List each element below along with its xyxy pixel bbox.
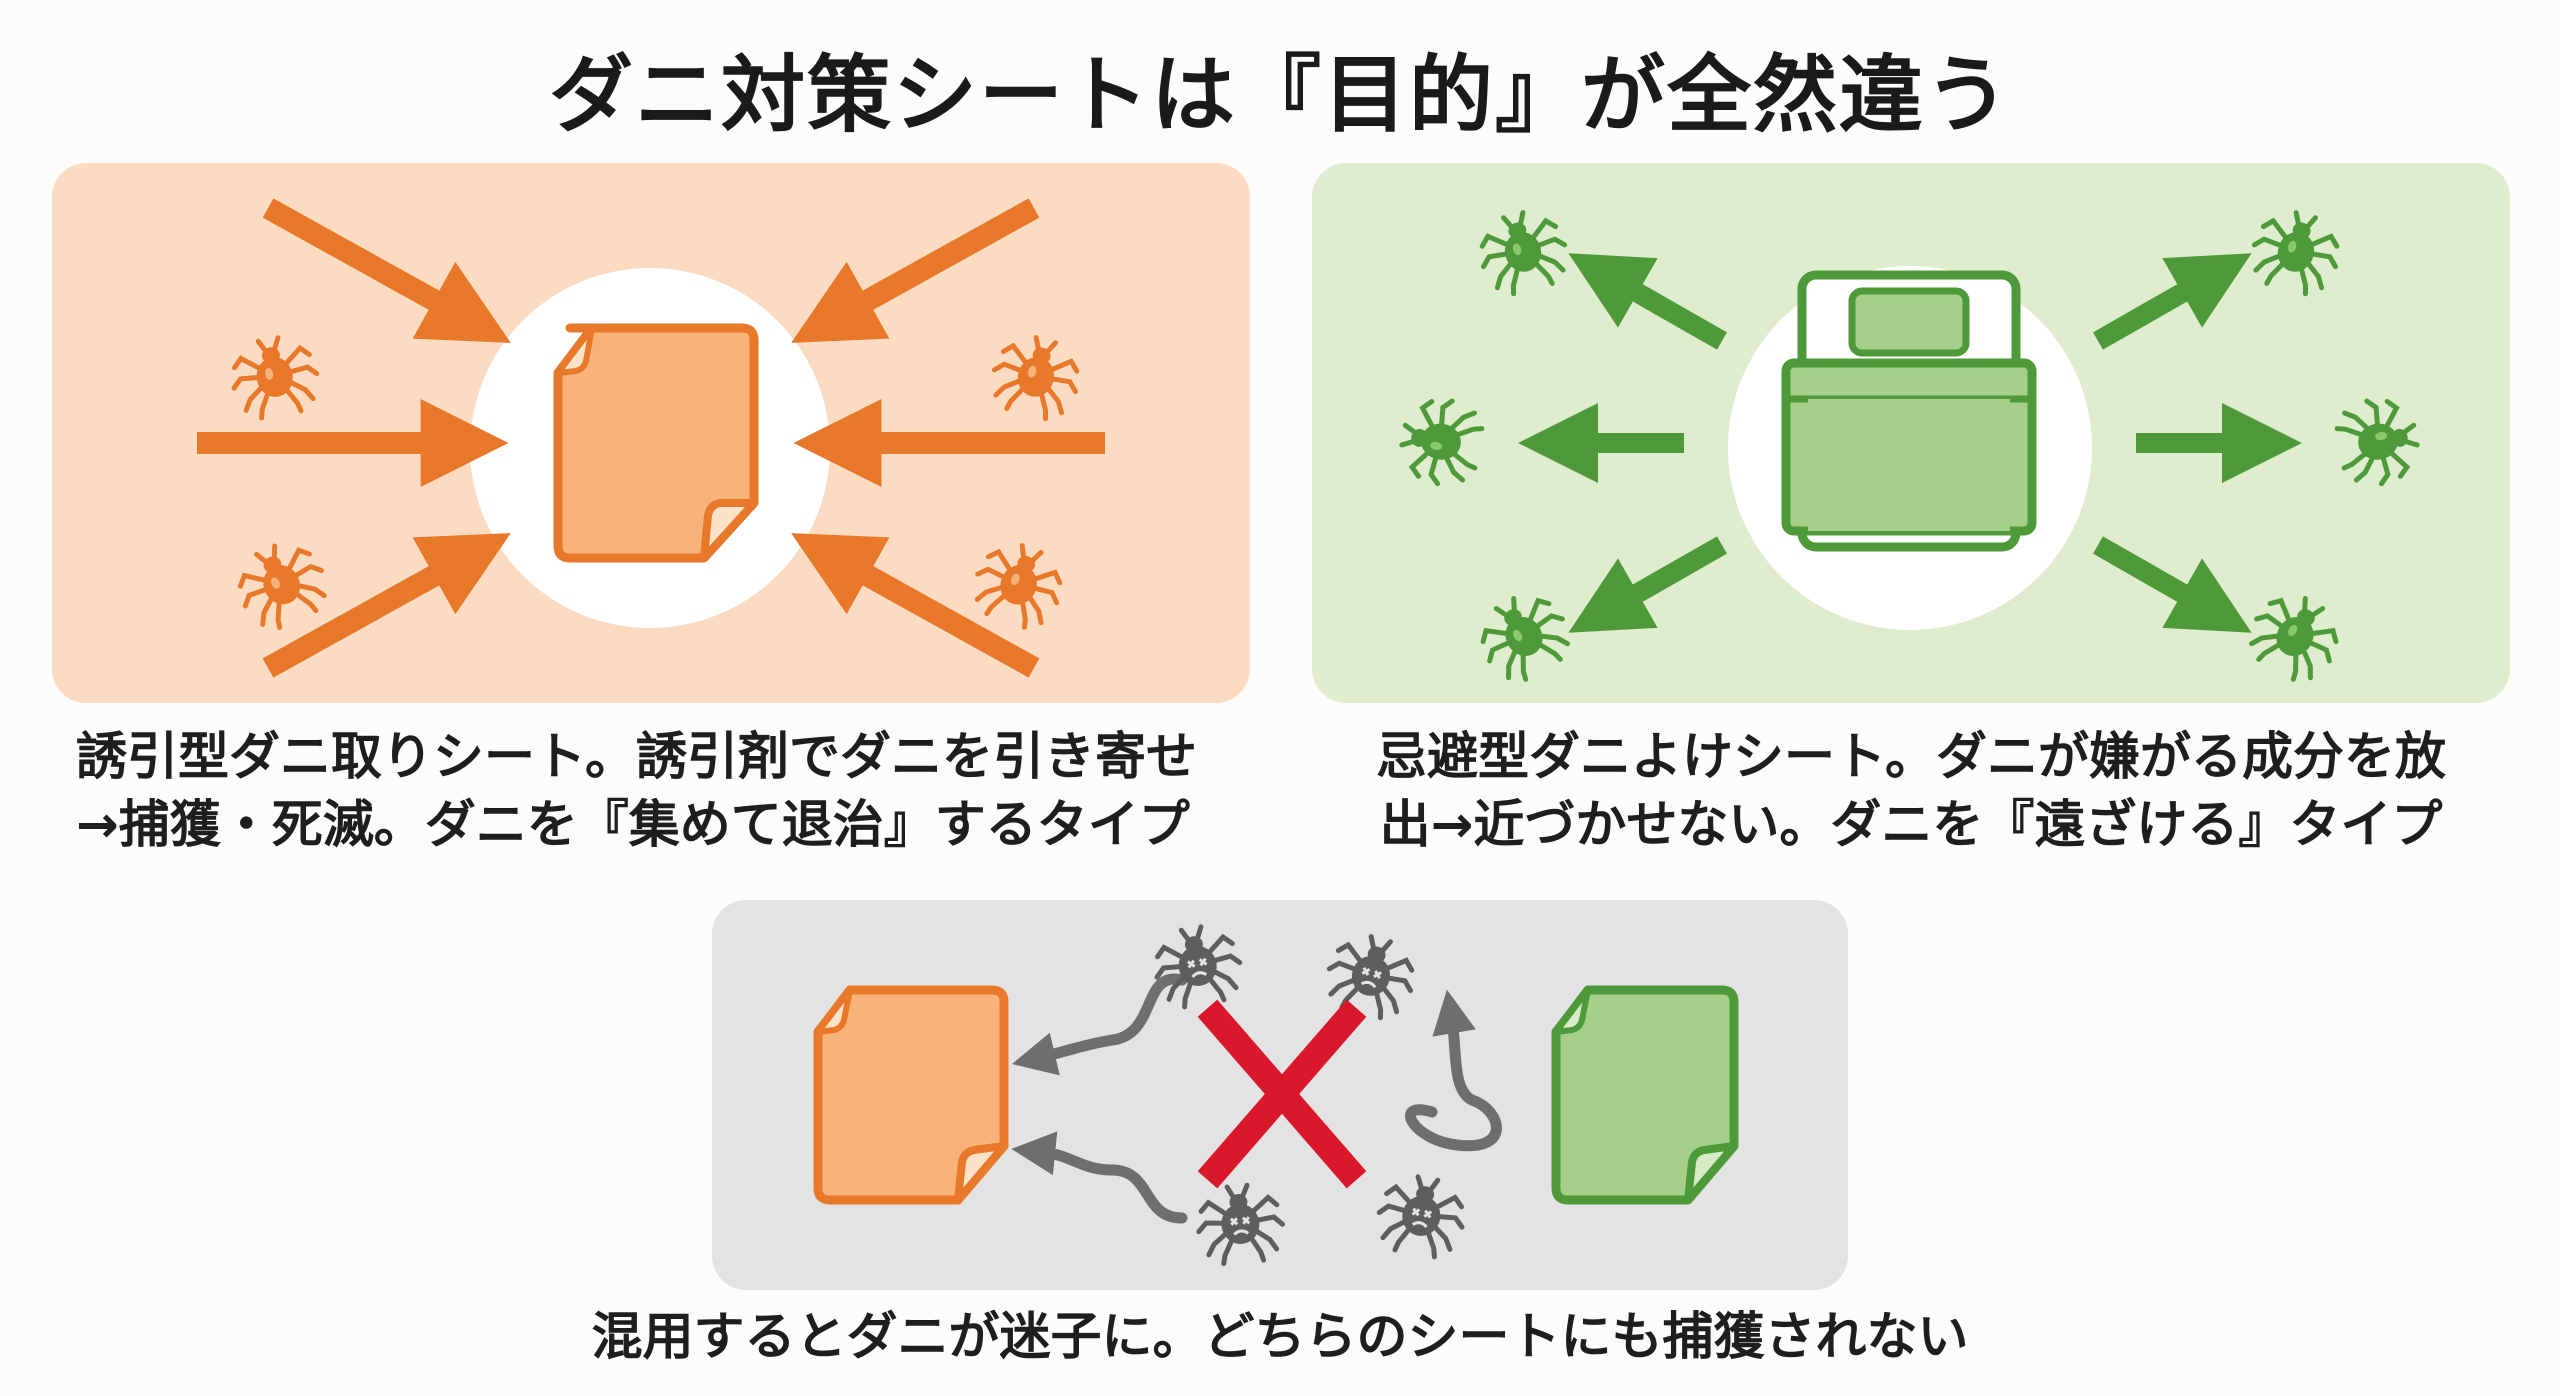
mite-icon bbox=[1321, 928, 1422, 1023]
mite-icon bbox=[2333, 394, 2422, 490]
attractant-panel bbox=[52, 163, 1250, 703]
caption-line: →捕獲・死滅。ダニを『集めて退治』するタイプ bbox=[76, 796, 1190, 855]
sheet-icon-green bbox=[1551, 985, 1739, 1205]
mite-icon bbox=[1373, 1171, 1469, 1260]
bed-icon bbox=[1781, 270, 2037, 552]
mite-icon bbox=[228, 532, 336, 636]
mite-icon bbox=[1150, 921, 1246, 1010]
mixed-use-caption: 混用するとダニが迷子に。どちらのシートにも捕獲されない bbox=[591, 1308, 1969, 1367]
attractant-diagram bbox=[197, 198, 1105, 678]
mite-icon bbox=[986, 329, 1087, 424]
sheet-icon-orange bbox=[813, 985, 1009, 1205]
caption-line: 出→近づかせない。ダニを『遠ざける』タイプ bbox=[1379, 796, 2443, 855]
mite-icon bbox=[1195, 1182, 1285, 1265]
mite-icon bbox=[1473, 204, 1574, 299]
repellent-caption: 忌避型ダニよけシート。ダニが嫌がる成分を放 出→近づかせない。ダニを『遠ざける』… bbox=[1312, 724, 2510, 860]
page-title: ダニ対策シートは『目的』が全然違う bbox=[548, 46, 2011, 144]
mite-icon bbox=[966, 535, 1071, 635]
caption-line: 忌避型ダニよけシート。ダニが嫌がる成分を放 bbox=[1376, 728, 2446, 787]
inward-arrows bbox=[197, 198, 1105, 678]
mite-icon bbox=[1396, 394, 1485, 490]
repellent-panel bbox=[1312, 163, 2510, 703]
caption-line: 誘引型ダニ取りシート。誘引剤でダニを引き寄せ bbox=[76, 728, 1197, 787]
mite-icon bbox=[1469, 583, 1580, 691]
wandering-paths bbox=[1011, 973, 1502, 1224]
mixed-use-panel bbox=[712, 900, 1848, 1290]
sheet-icon bbox=[553, 323, 759, 563]
cross-icon bbox=[1197, 999, 1367, 1189]
mite-icon bbox=[227, 332, 323, 421]
attractant-caption: 誘引型ダニ取りシート。誘引剤でダニを引き寄せ →捕獲・死滅。ダニを『集めて退治』… bbox=[76, 724, 1256, 860]
mite-icon bbox=[2246, 204, 2347, 299]
mite-icon bbox=[2240, 583, 2351, 691]
outward-arrows bbox=[1518, 253, 2302, 633]
repellent-diagram bbox=[1312, 163, 2510, 703]
mixed-use-diagram bbox=[813, 900, 1739, 1290]
